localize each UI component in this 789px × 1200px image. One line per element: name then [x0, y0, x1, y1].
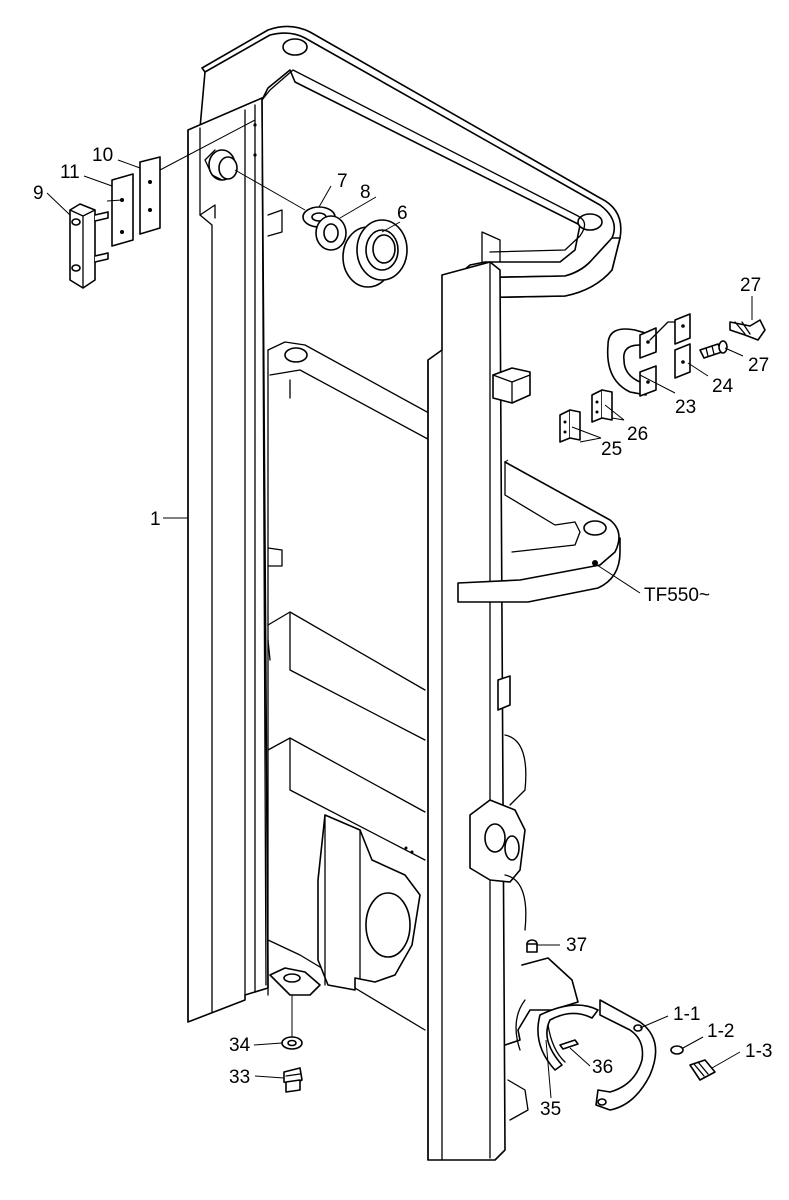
shim-11 [111, 173, 134, 247]
roller-block-9 [69, 203, 109, 289]
clamp-24 [649, 313, 691, 379]
left-rail [187, 97, 269, 1023]
callout-27-bottom: 27 [748, 355, 770, 376]
callout-1-2: 1-2 [707, 1021, 735, 1042]
bolt-27b [699, 340, 728, 359]
callout-tf550: TF550~ [644, 585, 711, 606]
callout-26: 26 [627, 424, 649, 445]
callout-1-1: 1-1 [673, 1004, 701, 1025]
callout-25: 25 [601, 439, 623, 460]
callout-37: 37 [566, 935, 588, 956]
callout-8: 8 [360, 182, 371, 203]
lower-bracket [317, 814, 421, 991]
plate-26 [591, 389, 613, 423]
callout-11: 11 [60, 162, 80, 183]
bushing-35 [537, 1004, 599, 1071]
cap-1-1 [595, 999, 657, 1111]
callout-7: 7 [337, 171, 348, 192]
callout-23: 23 [675, 397, 697, 418]
washer-1-2 [670, 1045, 684, 1055]
middle-crossbeam [457, 461, 621, 603]
plate-25 [559, 409, 581, 443]
callout-34: 34 [229, 1035, 251, 1056]
right-rail [427, 231, 506, 1161]
callout-33: 33 [229, 1067, 251, 1088]
plate-10 [139, 156, 161, 235]
roller-shaft [204, 149, 238, 181]
small-bracket [497, 675, 511, 711]
callout-36: 36 [592, 1057, 614, 1078]
inner-panel [267, 209, 501, 1031]
callout-24: 24 [712, 376, 734, 397]
callout-27-top: 27 [740, 275, 762, 296]
bearing-6 [342, 219, 408, 288]
grease-nipple-37 [526, 939, 538, 953]
tilt-bracket [469, 734, 527, 931]
grease-nipple-33 [283, 1067, 303, 1093]
bolt-1-3 [689, 1059, 716, 1081]
callout-9: 9 [33, 183, 44, 204]
pin-36 [559, 1039, 579, 1050]
bolt-27a [729, 319, 766, 341]
leader-lines [46, 119, 753, 1099]
clamp-23 [606, 327, 657, 397]
callout-35: 35 [540, 1099, 562, 1120]
callout-1: 1 [150, 509, 161, 530]
callout-6: 6 [397, 203, 408, 224]
callout-1-3: 1-3 [745, 1041, 773, 1062]
callout-10: 10 [92, 145, 114, 166]
